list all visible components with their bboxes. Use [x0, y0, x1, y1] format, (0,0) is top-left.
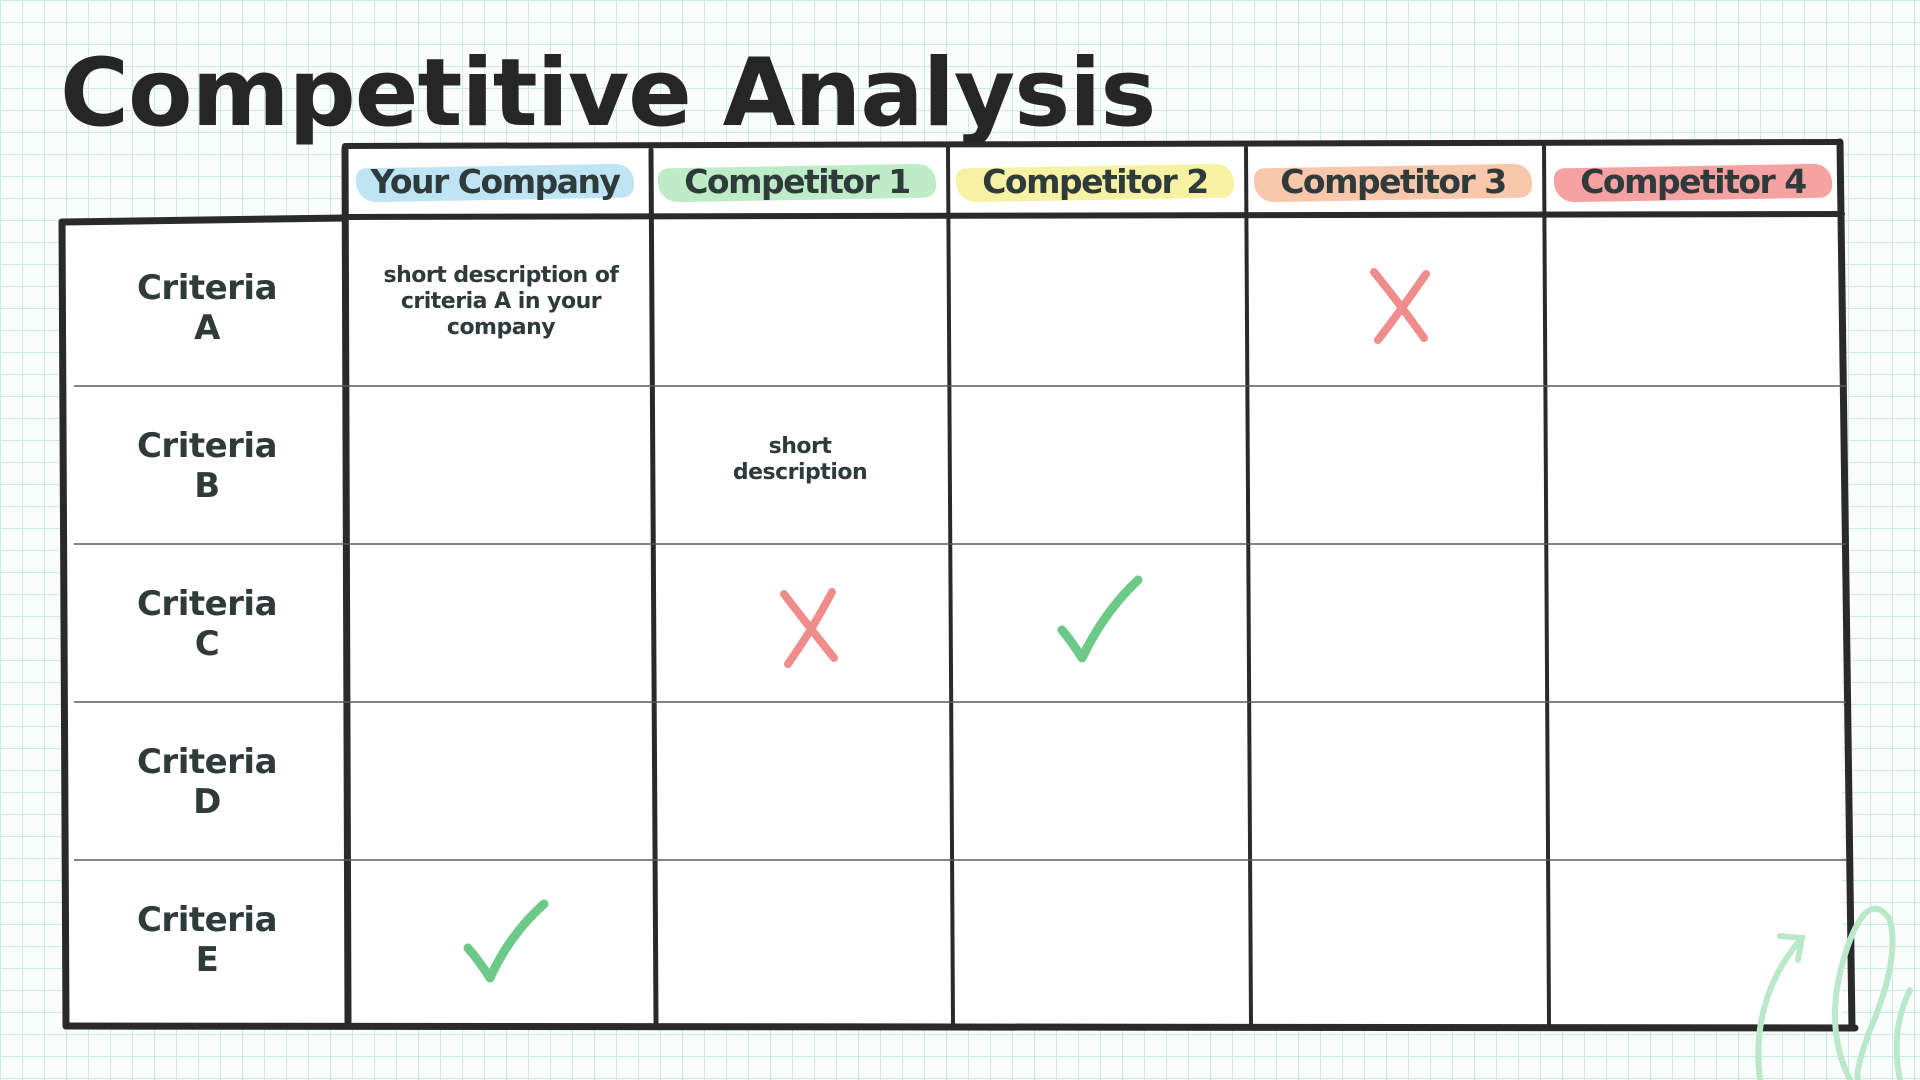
cell-b-competitor-1: short description [655, 382, 945, 538]
check-mark-icon [1057, 575, 1143, 663]
row-label-criteria-d: Criteria D [66, 704, 348, 860]
column-header-competitor-3: Competitor 3 [1248, 150, 1538, 212]
column-header-label: Your Company [370, 161, 621, 201]
row-label-line2: B [194, 466, 220, 506]
column-header-label: Competitor 1 [684, 161, 911, 201]
row-label-line1: Criteria [136, 426, 278, 466]
decorative-doodle-icon [1755, 905, 1913, 1080]
column-header-label: Competitor 3 [1280, 161, 1507, 201]
cross-mark-icon [1370, 268, 1430, 344]
column-header-your-company: Your Company [350, 150, 640, 212]
cross-mark-icon [780, 588, 838, 668]
cell-note: short description of criteria A in your … [383, 263, 619, 340]
row-label-line2: E [195, 940, 219, 980]
row-label-line2: A [194, 308, 220, 348]
cell-a-your-company: short description of criteria A in your … [352, 224, 650, 380]
row-label-line1: Criteria [136, 268, 278, 308]
page-title: Competitive Analysis [60, 39, 1156, 148]
row-label-line1: Criteria [136, 584, 278, 624]
row-label-criteria-e: Criteria E [66, 862, 348, 1018]
column-header-competitor-1: Competitor 1 [652, 150, 942, 212]
column-header-label: Competitor 2 [982, 161, 1209, 201]
row-label-line2: D [193, 782, 221, 822]
row-label-line1: Criteria [136, 900, 278, 940]
column-header-label: Competitor 4 [1580, 161, 1807, 201]
row-label-line2: C [194, 624, 220, 664]
check-mark-icon [463, 899, 549, 983]
column-header-competitor-4: Competitor 4 [1548, 150, 1838, 212]
row-label-criteria-a: Criteria A [66, 230, 348, 386]
row-label-criteria-c: Criteria C [66, 546, 348, 702]
cell-note: short description [732, 434, 868, 485]
row-label-line1: Criteria [136, 742, 278, 782]
row-label-criteria-b: Criteria B [66, 388, 348, 544]
column-header-competitor-2: Competitor 2 [950, 150, 1240, 212]
